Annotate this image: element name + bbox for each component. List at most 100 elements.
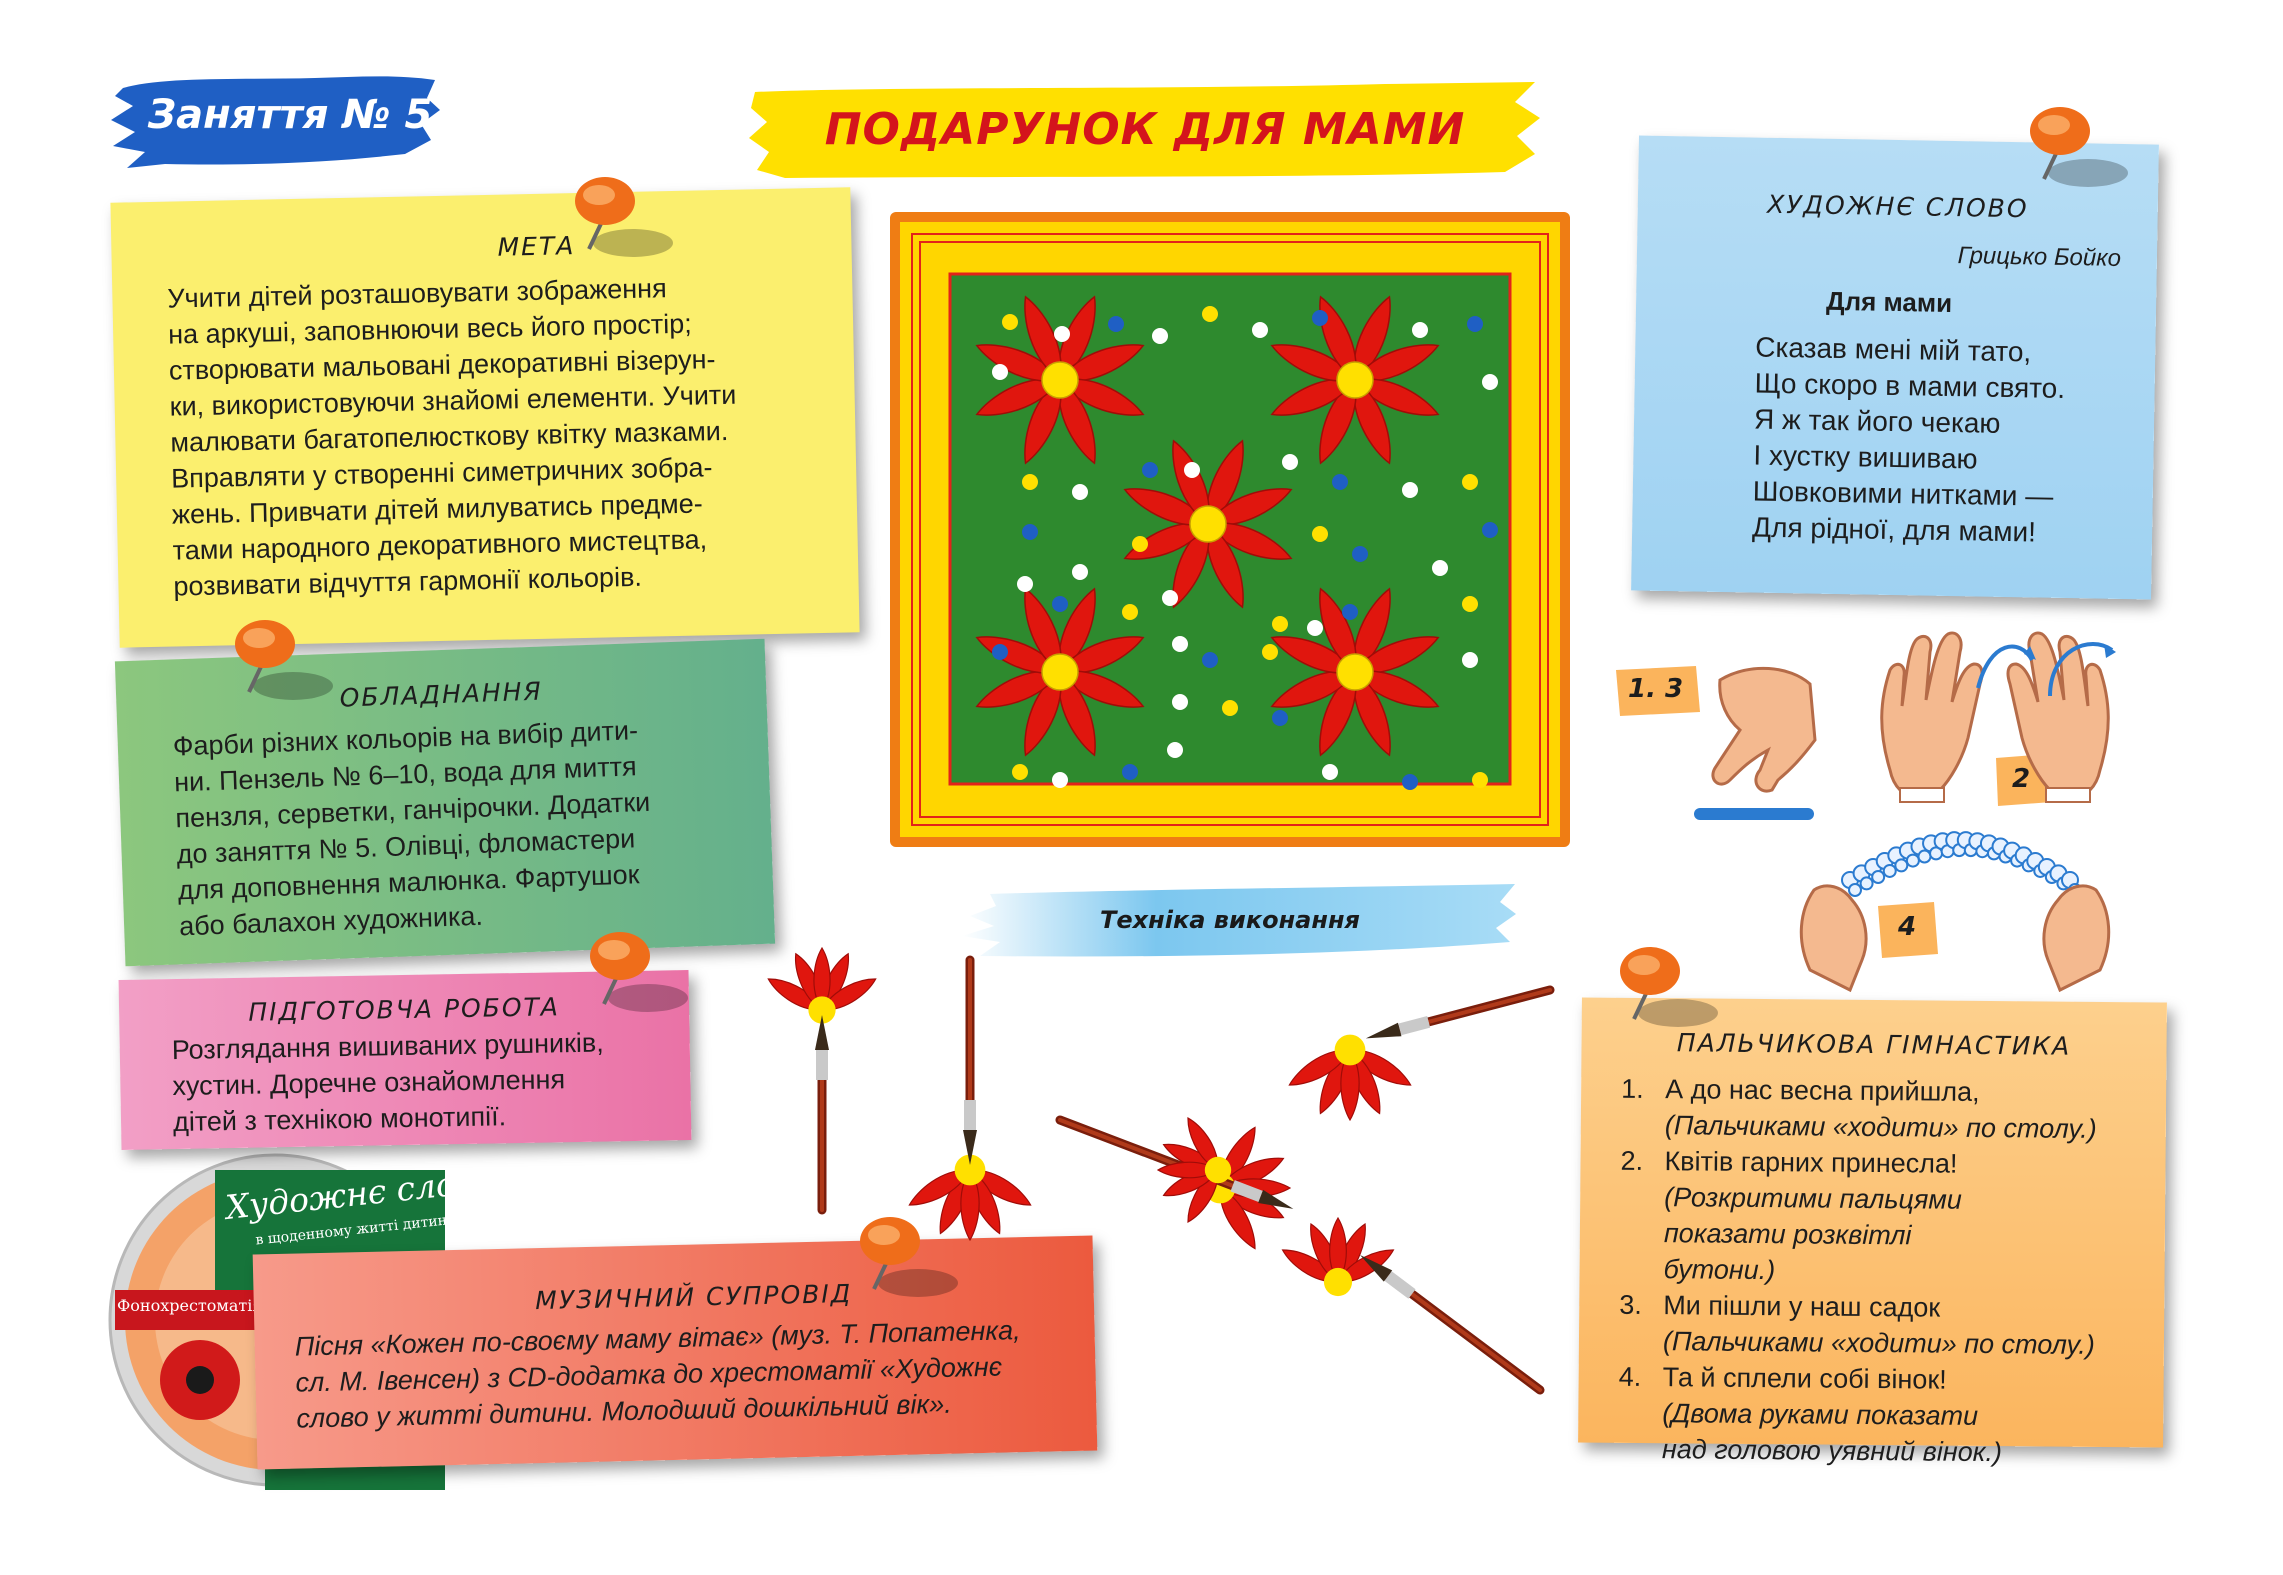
gymnastics-item-number: 3. (1619, 1289, 1642, 1320)
carpet-dot (992, 644, 1008, 660)
carpet-dot (1432, 560, 1448, 576)
carpet-dot (1332, 474, 1348, 490)
carpet-dot (1108, 316, 1124, 332)
flower-icon (1270, 295, 1440, 465)
page-title: ПОДАРУНОК ДЛЯ МАМИ (824, 104, 1466, 155)
pushpin-icon (235, 620, 333, 700)
flower-icon (1281, 1216, 1395, 1297)
gymnastics-item-text: Та й сплели собі вінок! (1662, 1362, 1947, 1395)
carpet-dot (1012, 764, 1028, 780)
carpet-dot (1202, 652, 1218, 668)
carpet-dot (1142, 462, 1158, 478)
gymnastics-item-note: (Пальчиками «ходити» по столу.) (1662, 1326, 2095, 1360)
carpet-dot (992, 364, 1008, 380)
paintbrush-icon (1365, 985, 1555, 1039)
gymnastics-list: 1. А до нас весна прийшла, (Пальчиками «… (1618, 1071, 2166, 1472)
flower-icon (1288, 1034, 1412, 1122)
carpet-dot (1402, 482, 1418, 498)
goal-heading: МЕТА (497, 231, 576, 262)
carpet-dot (1307, 620, 1323, 636)
carpet-dot (1122, 604, 1138, 620)
carpet-dot (1462, 652, 1478, 668)
flower-icon (1270, 587, 1440, 757)
paintbrush-icon (1360, 1255, 1545, 1395)
carpet-dot (1132, 536, 1148, 552)
flower-icon (1156, 1117, 1232, 1223)
gymnastics-item-note: (Пальчиками «ходити» по столу.) (1664, 1110, 2097, 1144)
carpet-dot (1252, 322, 1268, 338)
gymnastics-item-note: (Двома руками показати над головою уявни… (1661, 1398, 2003, 1468)
carpet-dot (1312, 310, 1328, 326)
gymnastics-item: 1. А до нас весна прийшла, (Пальчиками «… (1621, 1071, 2167, 1148)
carpet-dot (1352, 546, 1368, 562)
pushpin-icon (575, 177, 673, 257)
poem-text: Сказав мені мій тато, Що скоро в мами св… (1752, 330, 2156, 553)
carpet-dot (1202, 306, 1218, 322)
prep-line: дітей з технікою монотипії. (172, 1101, 507, 1138)
lesson-brush: Заняття № 5 (105, 58, 445, 178)
hands-illustration: 1. 3 2 4 (1600, 610, 2190, 995)
gymnastics-item-number: 4. (1618, 1361, 1642, 1392)
carpet-dot (1167, 742, 1183, 758)
gymnastics-item: 3. Ми пішли у наш садок (Пальчиками «ход… (1619, 1287, 2165, 1364)
carpet-dot (1072, 484, 1088, 500)
poem-line: Для рідної, для мами! (1751, 511, 2037, 548)
gymnastics-note: ПАЛЬЧИКОВА ГІМНАСТИКА 1. А до нас весна … (1578, 997, 2167, 1467)
carpet-dot (1467, 316, 1483, 332)
carpet-dot (1172, 636, 1188, 652)
carpet-dot (1272, 710, 1288, 726)
paintbrush-icon (1055, 1115, 1294, 1209)
flower-icon (975, 295, 1145, 465)
technique-label: Техніка виконання (1100, 906, 1360, 934)
carpet-dot (1312, 526, 1328, 542)
goal-note: МЕТА Учити дітей розташовувати зображенн… (110, 187, 860, 648)
poem-title: Для мами (1825, 285, 1953, 318)
carpet-dot (1402, 774, 1418, 790)
paintbrush-icon (815, 1015, 829, 1215)
prep-text: Розглядання вишиваних рушників, хустин. … (171, 1023, 691, 1140)
carpet-dot (1272, 616, 1288, 632)
gymnastics-item-text: А до нас весна прийшла, (1665, 1074, 1980, 1107)
gymnastics-item-number: 1. (1621, 1073, 1644, 1104)
gymnastics-item: 2. Квітів гарних принесла! (Розкритими п… (1619, 1143, 2165, 1292)
carpet-dot (1017, 576, 1033, 592)
carpet-dot (1152, 328, 1168, 344)
gymnastics-item-note: (Розкритими пальцями показати розквітлі … (1663, 1182, 1963, 1286)
carpet-dot (1184, 462, 1200, 478)
flower-icon (767, 946, 877, 1024)
carpet-dot (1172, 694, 1188, 710)
step-label-1-3: 1. 3 (1628, 674, 1684, 704)
flower-icon (975, 587, 1145, 757)
pushpin-icon (1620, 947, 1718, 1027)
technique-illustrations (740, 940, 1560, 1420)
step-label-4: 4 (1898, 912, 1917, 942)
poem-author: Грицько Бойко (1957, 242, 2122, 272)
carpet-dot (1122, 764, 1138, 780)
goal-text: Учити дітей розташовувати зображення на … (167, 266, 859, 604)
pushpin-icon (860, 1217, 958, 1297)
carpet-dot (1342, 604, 1358, 620)
carpet-dot (1412, 322, 1428, 338)
lesson-number: Заняття № 5 (147, 92, 433, 138)
cd-side-label: Фонохрестоматія (117, 1296, 263, 1315)
flower-icon (1123, 439, 1293, 609)
carpet-dot (1022, 524, 1038, 540)
carpet-dot (1222, 700, 1238, 716)
pushpin-icon (590, 932, 688, 1012)
poem-note: ХУДОЖНЄ СЛОВО Грицько Бойко Для мами Ска… (1631, 135, 2159, 600)
paintbrush-icon (963, 955, 977, 1165)
technique-brush: Техніка виконання (960, 880, 1520, 964)
carpet-dot (1052, 772, 1068, 788)
gymnastics-item: 4. Та й сплели собі вінок! (Двома руками… (1618, 1359, 2164, 1472)
carpet-dot (1462, 474, 1478, 490)
carpet-dot (1002, 314, 1018, 330)
carpet-picture (890, 212, 1570, 847)
pushpin-icon (2030, 107, 2128, 187)
title-brush: ПОДАРУНОК ДЛЯ МАМИ (745, 78, 1545, 182)
carpet-dot (1162, 590, 1178, 606)
carpet-dot (1054, 326, 1070, 342)
carpet-dot (1462, 596, 1478, 612)
step-label-2: 2 (2012, 764, 2031, 794)
carpet-dot (1072, 564, 1088, 580)
gymnastics-item-text: Квітів гарних принесла! (1664, 1146, 1958, 1179)
